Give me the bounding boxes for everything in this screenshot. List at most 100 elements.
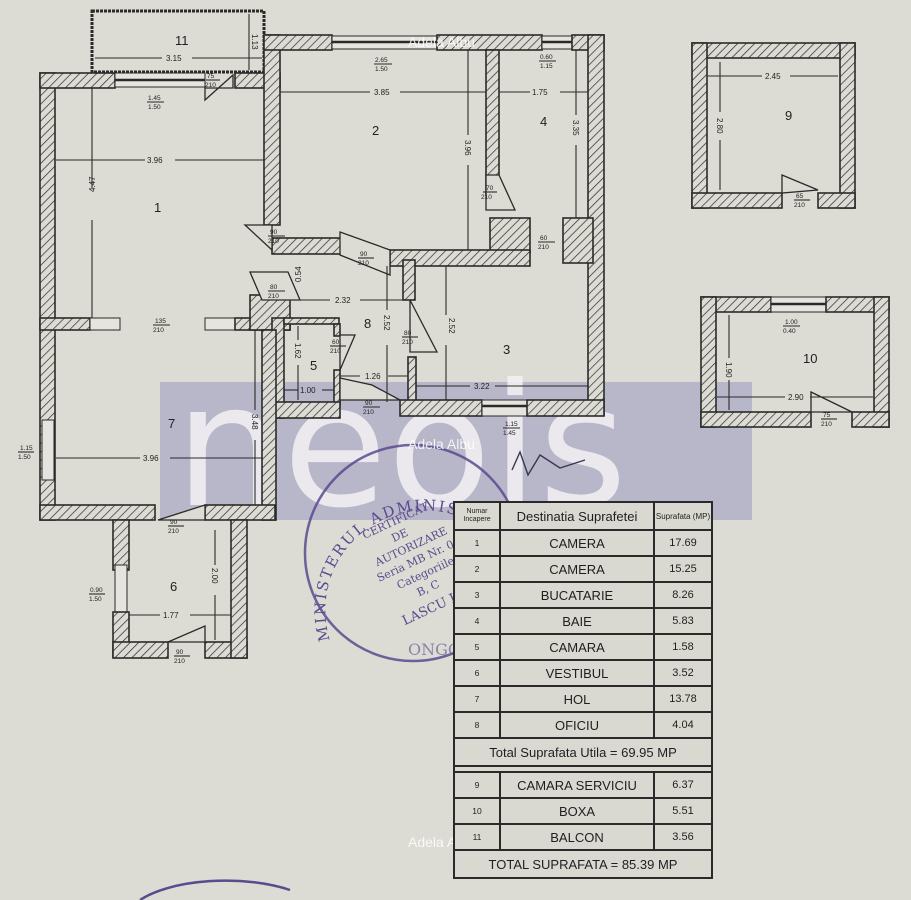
svg-text:210: 210: [402, 339, 413, 346]
svg-text:2.00: 2.00: [210, 568, 219, 584]
svg-text:1.50: 1.50: [89, 596, 102, 603]
svg-text:4.47: 4.47: [88, 176, 97, 192]
svg-text:0.54: 0.54: [294, 266, 303, 282]
svg-text:3.22: 3.22: [474, 382, 490, 391]
svg-text:3.96: 3.96: [463, 140, 472, 156]
svg-text:10: 10: [803, 351, 817, 366]
signature: [511, 450, 586, 477]
svg-text:210: 210: [538, 244, 549, 251]
svg-text:65: 65: [796, 193, 804, 200]
svg-text:135: 135: [155, 318, 166, 325]
svg-text:2.52: 2.52: [447, 318, 456, 334]
svg-text:75: 75: [207, 73, 215, 80]
svg-text:0.90: 0.90: [90, 587, 103, 594]
dimension-texts: 3.96 4.47 3.85 3.96 1.75 3.35 3.22 2.52 …: [88, 88, 580, 620]
svg-text:ONGG: ONGG: [408, 640, 461, 659]
svg-text:5: 5: [310, 358, 317, 373]
svg-text:210: 210: [268, 293, 279, 300]
svg-text:1.62: 1.62: [293, 343, 302, 359]
total-row: TOTAL SUPRAFATA = 85.39 MP: [453, 849, 713, 879]
svg-text:210: 210: [481, 194, 492, 201]
svg-text:60: 60: [540, 235, 548, 242]
svg-text:6: 6: [170, 579, 177, 594]
svg-text:210: 210: [363, 409, 374, 416]
svg-text:3.96: 3.96: [147, 156, 163, 165]
svg-text:80: 80: [404, 330, 412, 337]
svg-text:210: 210: [794, 202, 805, 209]
svg-text:8: 8: [364, 316, 371, 331]
area-table: Numar Incapere Destinatia Suprafetei Sup…: [453, 501, 713, 879]
svg-text:210: 210: [153, 327, 164, 334]
svg-text:11: 11: [175, 33, 189, 48]
svg-text:90: 90: [365, 400, 373, 407]
svg-text:90: 90: [170, 519, 178, 526]
svg-text:0.60: 0.60: [540, 54, 553, 61]
svg-text:90: 90: [360, 251, 368, 258]
svg-text:1.15: 1.15: [20, 445, 33, 452]
table-header: Numar Incapere Destinatia Suprafetei Sup…: [453, 501, 713, 531]
svg-text:7: 7: [168, 416, 175, 431]
subtotal-row: Total Suprafata Utila = 69.95 MP: [453, 737, 713, 767]
header-room-number: Numar Incapere: [453, 501, 501, 531]
room-labels: 1 2 3 4 5 6 7 8: [154, 114, 547, 594]
svg-text:210: 210: [268, 238, 279, 245]
header-area: Suprafata (MP): [653, 501, 713, 531]
dimension-lines: [56, 50, 588, 640]
svg-text:3: 3: [503, 342, 510, 357]
svg-text:75: 75: [823, 412, 831, 419]
svg-text:210: 210: [205, 82, 216, 89]
svg-text:210: 210: [358, 260, 369, 267]
svg-text:210: 210: [821, 421, 832, 428]
svg-text:90: 90: [270, 229, 278, 236]
svg-text:1.77: 1.77: [163, 611, 179, 620]
svg-text:2.90: 2.90: [788, 393, 804, 402]
svg-text:1.45: 1.45: [503, 430, 516, 437]
svg-text:3.96: 3.96: [143, 454, 159, 463]
svg-text:1.45: 1.45: [148, 95, 161, 102]
svg-text:210: 210: [174, 658, 185, 665]
svg-text:1.26: 1.26: [365, 372, 381, 381]
total-text: TOTAL SUPRAFATA = 85.39 MP: [453, 849, 713, 879]
header-destination: Destinatia Suprafetei: [499, 501, 655, 531]
svg-text:2.32: 2.32: [335, 296, 351, 305]
svg-text:3.35: 3.35: [571, 120, 580, 136]
agent-watermark-mid: Adela Albu: [408, 436, 475, 452]
svg-text:1.90: 1.90: [724, 362, 733, 378]
svg-text:1.15: 1.15: [540, 63, 553, 70]
svg-text:90: 90: [176, 649, 184, 656]
svg-text:80: 80: [270, 284, 278, 291]
svg-text:2.52: 2.52: [382, 315, 391, 331]
svg-text:1.15: 1.15: [505, 421, 518, 428]
svg-text:1.13: 1.13: [250, 34, 259, 50]
svg-text:1.00: 1.00: [785, 319, 798, 326]
svg-text:2.45: 2.45: [765, 72, 781, 81]
room-11: 11 3.15 1.13: [90, 9, 266, 74]
svg-text:210: 210: [330, 348, 341, 355]
svg-text:3.48: 3.48: [250, 414, 259, 430]
svg-text:2: 2: [372, 123, 379, 138]
svg-text:60: 60: [332, 339, 340, 346]
svg-text:1.00: 1.00: [300, 386, 316, 395]
room-9: 2.45 2.80 9 65 210: [691, 42, 856, 209]
svg-text:1.50: 1.50: [375, 66, 388, 73]
svg-text:2.65: 2.65: [375, 57, 388, 64]
svg-text:70: 70: [486, 185, 494, 192]
agent-watermark-top: Adela Albu: [408, 34, 475, 50]
svg-text:DE: DE: [389, 526, 410, 545]
svg-text:2.80: 2.80: [715, 118, 724, 134]
svg-text:9: 9: [785, 108, 792, 123]
walls-main: [39, 34, 605, 659]
svg-text:3.15: 3.15: [166, 54, 182, 63]
